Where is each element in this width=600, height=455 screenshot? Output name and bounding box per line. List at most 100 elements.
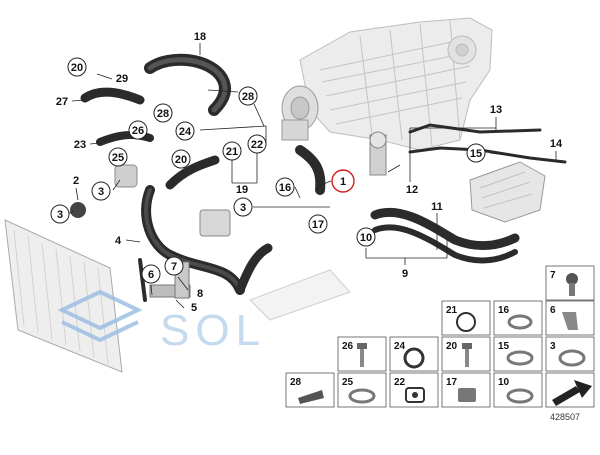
callout-28-upper: 28	[238, 86, 258, 106]
callout-1-highlighted: 1	[331, 169, 355, 193]
callout-11: 11	[431, 201, 443, 213]
document-number: 428507	[550, 412, 580, 422]
svg-text:20: 20	[175, 154, 187, 166]
grid-part-illustrations	[298, 273, 592, 406]
callout-7-diagram: 7	[164, 256, 184, 276]
grid-label-3: 3	[550, 341, 556, 352]
grid-labels: 7 21 16 6 26 24 20 15 3 28 25 22 17 10	[290, 270, 556, 388]
grid-label-6: 6	[550, 305, 556, 316]
svg-text:7: 7	[171, 261, 177, 273]
leader-lines	[67, 43, 557, 309]
grid-label-17: 17	[446, 377, 458, 388]
callout-8: 8	[197, 288, 203, 300]
svg-text:18: 18	[194, 31, 206, 43]
callout-9: 9	[402, 268, 408, 280]
callout-24-diagram: 24	[175, 121, 195, 141]
clip-holder-icon	[562, 312, 578, 330]
callout-3-b: 3	[50, 204, 70, 224]
engine-block	[299, 17, 493, 151]
svg-text:8: 8	[197, 288, 203, 300]
svg-text:22: 22	[251, 139, 263, 151]
callout-3-c: 3	[233, 197, 253, 217]
grid-label-20: 20	[446, 341, 458, 352]
band-clamp-icon	[506, 388, 534, 404]
bracket-clip-icon	[298, 390, 324, 404]
svg-text:10: 10	[360, 232, 372, 244]
callout-20-mid: 20	[171, 149, 191, 169]
hose-clamp-large-icon	[558, 349, 586, 367]
svg-text:2: 2	[73, 175, 79, 187]
svg-text:26: 26	[132, 125, 144, 137]
expansion-tank	[469, 161, 546, 223]
svg-text:17: 17	[312, 219, 324, 231]
callout-2: 2	[73, 175, 79, 187]
svg-text:3: 3	[57, 209, 63, 221]
arrow-icon	[552, 380, 592, 406]
callout-16-diagram: 16	[275, 177, 295, 197]
callout-12: 12	[406, 184, 418, 196]
svg-text:27: 27	[56, 96, 68, 108]
grid-label-24: 24	[394, 341, 406, 352]
svg-text:13: 13	[490, 104, 502, 116]
callout-13: 13	[490, 104, 502, 116]
callout-22-diagram: 22	[247, 134, 267, 154]
svg-text:6: 6	[148, 269, 154, 281]
grid-label-21: 21	[446, 305, 458, 316]
svg-text:3: 3	[240, 202, 246, 214]
callout-23: 23	[74, 139, 86, 151]
svg-text:3: 3	[98, 186, 104, 198]
screw-icon	[462, 343, 472, 367]
callout-17-diagram: 17	[308, 214, 328, 234]
svg-text:28: 28	[157, 108, 169, 120]
callout-6-diagram: 6	[141, 264, 161, 284]
svg-text:1: 1	[340, 176, 346, 188]
callout-14: 14	[550, 138, 563, 150]
svg-text:11: 11	[431, 201, 443, 213]
o-ring-icon	[456, 312, 476, 332]
callout-20-top: 20	[67, 57, 87, 77]
grid-label-10: 10	[498, 377, 510, 388]
flange-gasket-icon	[405, 387, 425, 403]
callout-10-diagram: 10	[356, 227, 376, 247]
hose-clamp-icon	[506, 350, 534, 366]
callout-26-diagram: 26	[128, 120, 148, 140]
svg-text:9: 9	[402, 268, 408, 280]
svg-text:4: 4	[115, 235, 122, 247]
svg-text:14: 14	[550, 138, 563, 150]
callout-21-diagram: 21	[222, 141, 242, 161]
sol-watermark: SOL	[57, 289, 266, 355]
bolt-icon	[357, 343, 367, 367]
svg-text:25: 25	[112, 152, 124, 164]
callout-4: 4	[115, 235, 122, 247]
grid-label-25: 25	[342, 377, 354, 388]
spring-clamp-icon	[507, 314, 533, 330]
svg-text:5: 5	[191, 302, 197, 314]
callout-27: 27	[56, 96, 68, 108]
callout-5: 5	[191, 302, 197, 314]
grid-label-22: 22	[394, 377, 406, 388]
worm-clamp-icon	[348, 388, 376, 404]
grid-label-7: 7	[550, 270, 556, 281]
grid-label-16: 16	[498, 305, 510, 316]
svg-text:23: 23	[74, 139, 86, 151]
callout-25-diagram: 25	[108, 147, 128, 167]
grid-label-15: 15	[498, 341, 510, 352]
callout-29: 29	[116, 73, 128, 85]
radiator	[4, 219, 123, 373]
callout-18: 18	[194, 31, 206, 43]
callout-3-a: 3	[91, 181, 111, 201]
svg-text:28: 28	[242, 91, 254, 103]
svg-text:21: 21	[226, 146, 238, 158]
svg-text:SOL: SOL	[160, 306, 266, 355]
svg-text:16: 16	[279, 182, 291, 194]
connector-icon	[458, 388, 476, 402]
callout-28-lower: 28	[153, 103, 173, 123]
svg-text:24: 24	[179, 126, 192, 138]
callout-19: 19	[236, 184, 248, 196]
callout-15-diagram: 15	[466, 143, 486, 163]
svg-text:20: 20	[71, 62, 83, 74]
gasket-ring-icon	[403, 347, 425, 369]
watermark-logo-icon	[57, 289, 143, 343]
